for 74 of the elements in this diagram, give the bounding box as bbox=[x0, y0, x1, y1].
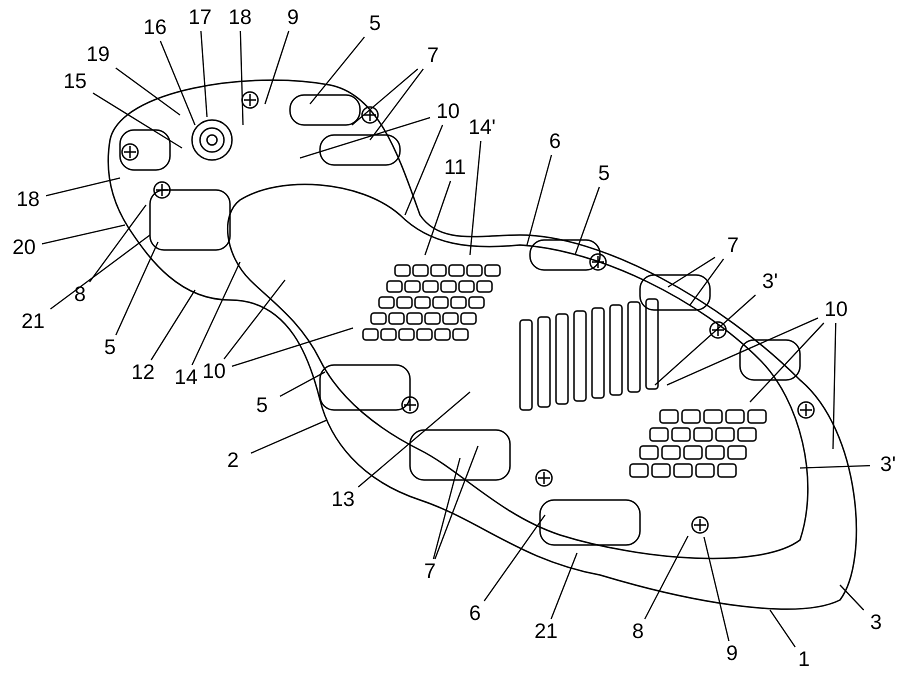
leader-line bbox=[352, 68, 418, 126]
leader-line bbox=[550, 552, 578, 620]
leader-line bbox=[668, 256, 716, 288]
callout-number: 5 bbox=[246, 395, 278, 417]
leader-line bbox=[424, 180, 452, 256]
callout-number: 6 bbox=[539, 131, 571, 153]
leader-line bbox=[526, 154, 552, 246]
callout-number: 9 bbox=[716, 643, 748, 665]
leader-line bbox=[484, 514, 546, 602]
leader-line bbox=[232, 327, 354, 367]
leader-line bbox=[832, 322, 836, 450]
callout-number: 15 bbox=[59, 71, 91, 93]
leader-line bbox=[310, 36, 365, 104]
callout-number: 8 bbox=[622, 621, 654, 643]
callout-number: 5 bbox=[94, 337, 126, 359]
leader-line bbox=[240, 30, 244, 126]
leader-line bbox=[800, 464, 870, 469]
leader-line bbox=[224, 280, 286, 360]
callout-number: 21 bbox=[17, 311, 49, 333]
leader-line bbox=[404, 124, 444, 216]
callout-number: 3' bbox=[872, 454, 898, 476]
callout-number: 14' bbox=[466, 117, 498, 139]
leader-line bbox=[160, 40, 196, 126]
callout-number: 10 bbox=[432, 101, 464, 123]
callout-number: 17 bbox=[184, 7, 216, 29]
leader-line bbox=[42, 224, 126, 245]
leader-line bbox=[50, 234, 150, 310]
leader-line bbox=[300, 116, 430, 159]
leader-line bbox=[369, 68, 424, 140]
callout-number: 13 bbox=[327, 489, 359, 511]
leader-line bbox=[703, 536, 730, 642]
callout-number: 3 bbox=[860, 612, 892, 634]
leader-line bbox=[469, 140, 482, 256]
callout-number: 5 bbox=[359, 13, 391, 35]
callout-number: 1 bbox=[788, 649, 820, 671]
callout-number: 20 bbox=[8, 237, 40, 259]
callout-number: 11 bbox=[439, 157, 471, 179]
leader-line bbox=[689, 258, 724, 306]
leader-line bbox=[750, 322, 824, 402]
leader-line bbox=[46, 177, 120, 196]
leader-line bbox=[200, 30, 208, 118]
leader-line bbox=[264, 30, 290, 104]
callout-number: 5 bbox=[588, 163, 620, 185]
callout-number: 7 bbox=[417, 45, 449, 67]
leader-line bbox=[434, 446, 479, 560]
callout-number: 10 bbox=[820, 299, 852, 321]
leader-line bbox=[358, 392, 470, 488]
callout-number: 19 bbox=[82, 44, 114, 66]
leader-line bbox=[250, 419, 328, 454]
leader-line bbox=[654, 294, 756, 386]
callout-number: 6 bbox=[459, 603, 491, 625]
callout-number: 7 bbox=[414, 561, 446, 583]
callout-number: 12 bbox=[127, 362, 159, 384]
leader-line bbox=[574, 186, 600, 256]
leader-line bbox=[280, 371, 326, 397]
callout-number: 18 bbox=[12, 189, 44, 211]
leader-line bbox=[150, 290, 196, 360]
callout-number: 2 bbox=[217, 450, 249, 472]
callout-number: 18 bbox=[224, 7, 256, 29]
leader-line bbox=[115, 242, 159, 336]
callout-number: 7 bbox=[717, 235, 749, 257]
leader-line bbox=[191, 262, 241, 366]
leader-line bbox=[769, 610, 796, 648]
leader-line bbox=[644, 536, 689, 620]
leader-line bbox=[115, 67, 180, 116]
callout-number: 3' bbox=[754, 271, 786, 293]
leader-line bbox=[432, 458, 461, 560]
callout-number: 16 bbox=[139, 17, 171, 39]
leader-line bbox=[89, 204, 147, 282]
leader-line bbox=[666, 317, 818, 386]
callout-number: 9 bbox=[277, 7, 309, 29]
leader-line bbox=[92, 92, 182, 149]
callout-number: 21 bbox=[530, 621, 562, 643]
leader-line bbox=[840, 584, 864, 610]
